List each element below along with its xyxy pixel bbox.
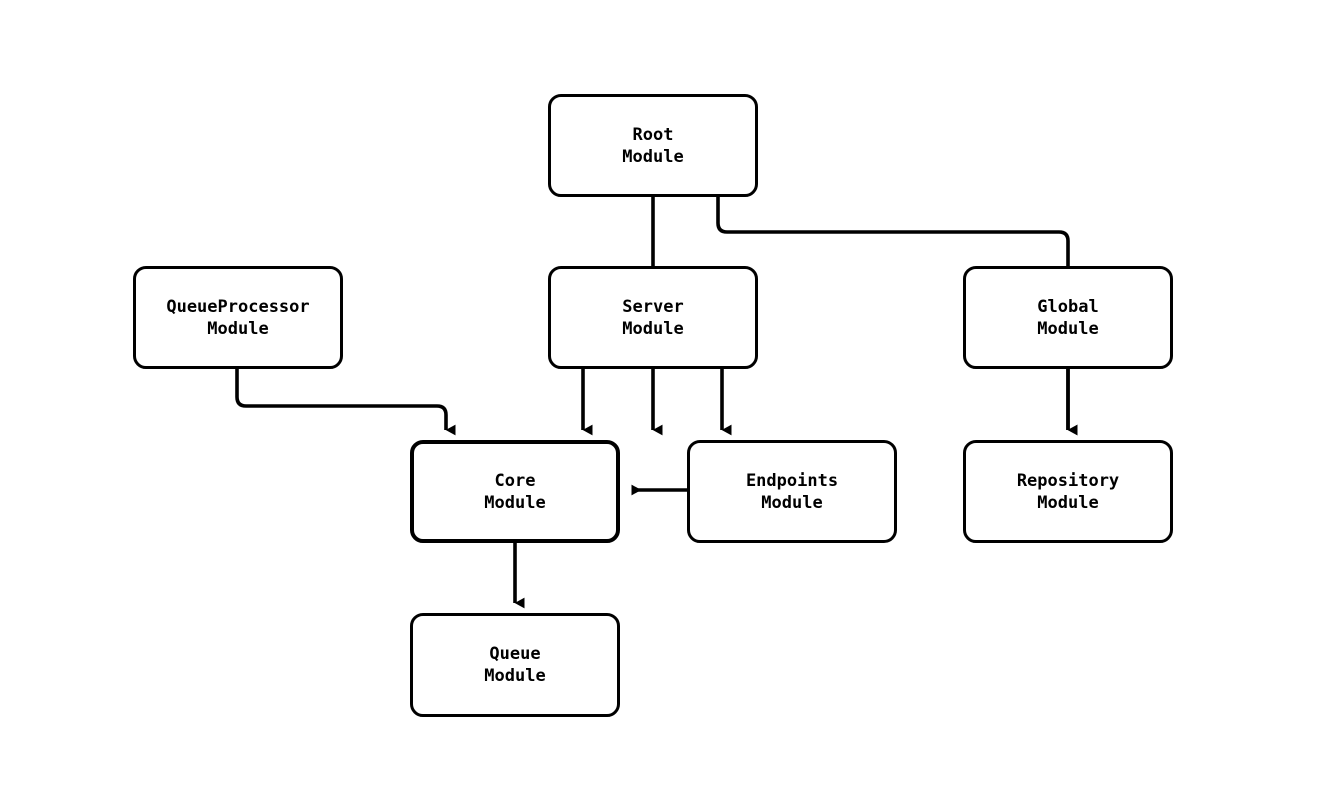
node-global-title: Global [1037, 296, 1099, 317]
node-repository-title: Repository [1016, 470, 1120, 491]
node-endpoints[interactable]: Endpoints Module [687, 440, 897, 543]
node-root[interactable]: Root Module [548, 94, 758, 197]
node-queue[interactable]: Queue Module [410, 613, 620, 717]
node-queueprocessor-subtitle: Module [207, 318, 269, 339]
node-core-title: Core [494, 470, 536, 491]
node-server-title: Server [622, 296, 684, 317]
node-core[interactable]: Core Module [410, 440, 620, 543]
node-queue-subtitle: Module [484, 666, 546, 686]
node-endpoints-title: Endpoints [745, 470, 839, 491]
node-core-subtitle: Module [484, 492, 546, 513]
node-root-title: Root [632, 124, 674, 145]
edge-queueprocessor-to-core [235, 369, 456, 436]
node-server-subtitle: Module [622, 318, 684, 339]
node-root-subtitle: Module [622, 146, 684, 167]
node-server[interactable]: Server Module [548, 266, 758, 369]
node-queue-title: Queue [489, 644, 541, 664]
node-queueprocessor[interactable]: QueueProcessor Module [133, 266, 343, 369]
node-global[interactable]: Global Module [963, 266, 1173, 369]
node-repository[interactable]: Repository Module [963, 440, 1173, 543]
node-endpoints-subtitle: Module [761, 492, 823, 513]
node-queueprocessor-title: QueueProcessor [166, 296, 310, 317]
node-global-subtitle: Module [1037, 318, 1099, 339]
node-repository-subtitle: Module [1037, 492, 1099, 513]
